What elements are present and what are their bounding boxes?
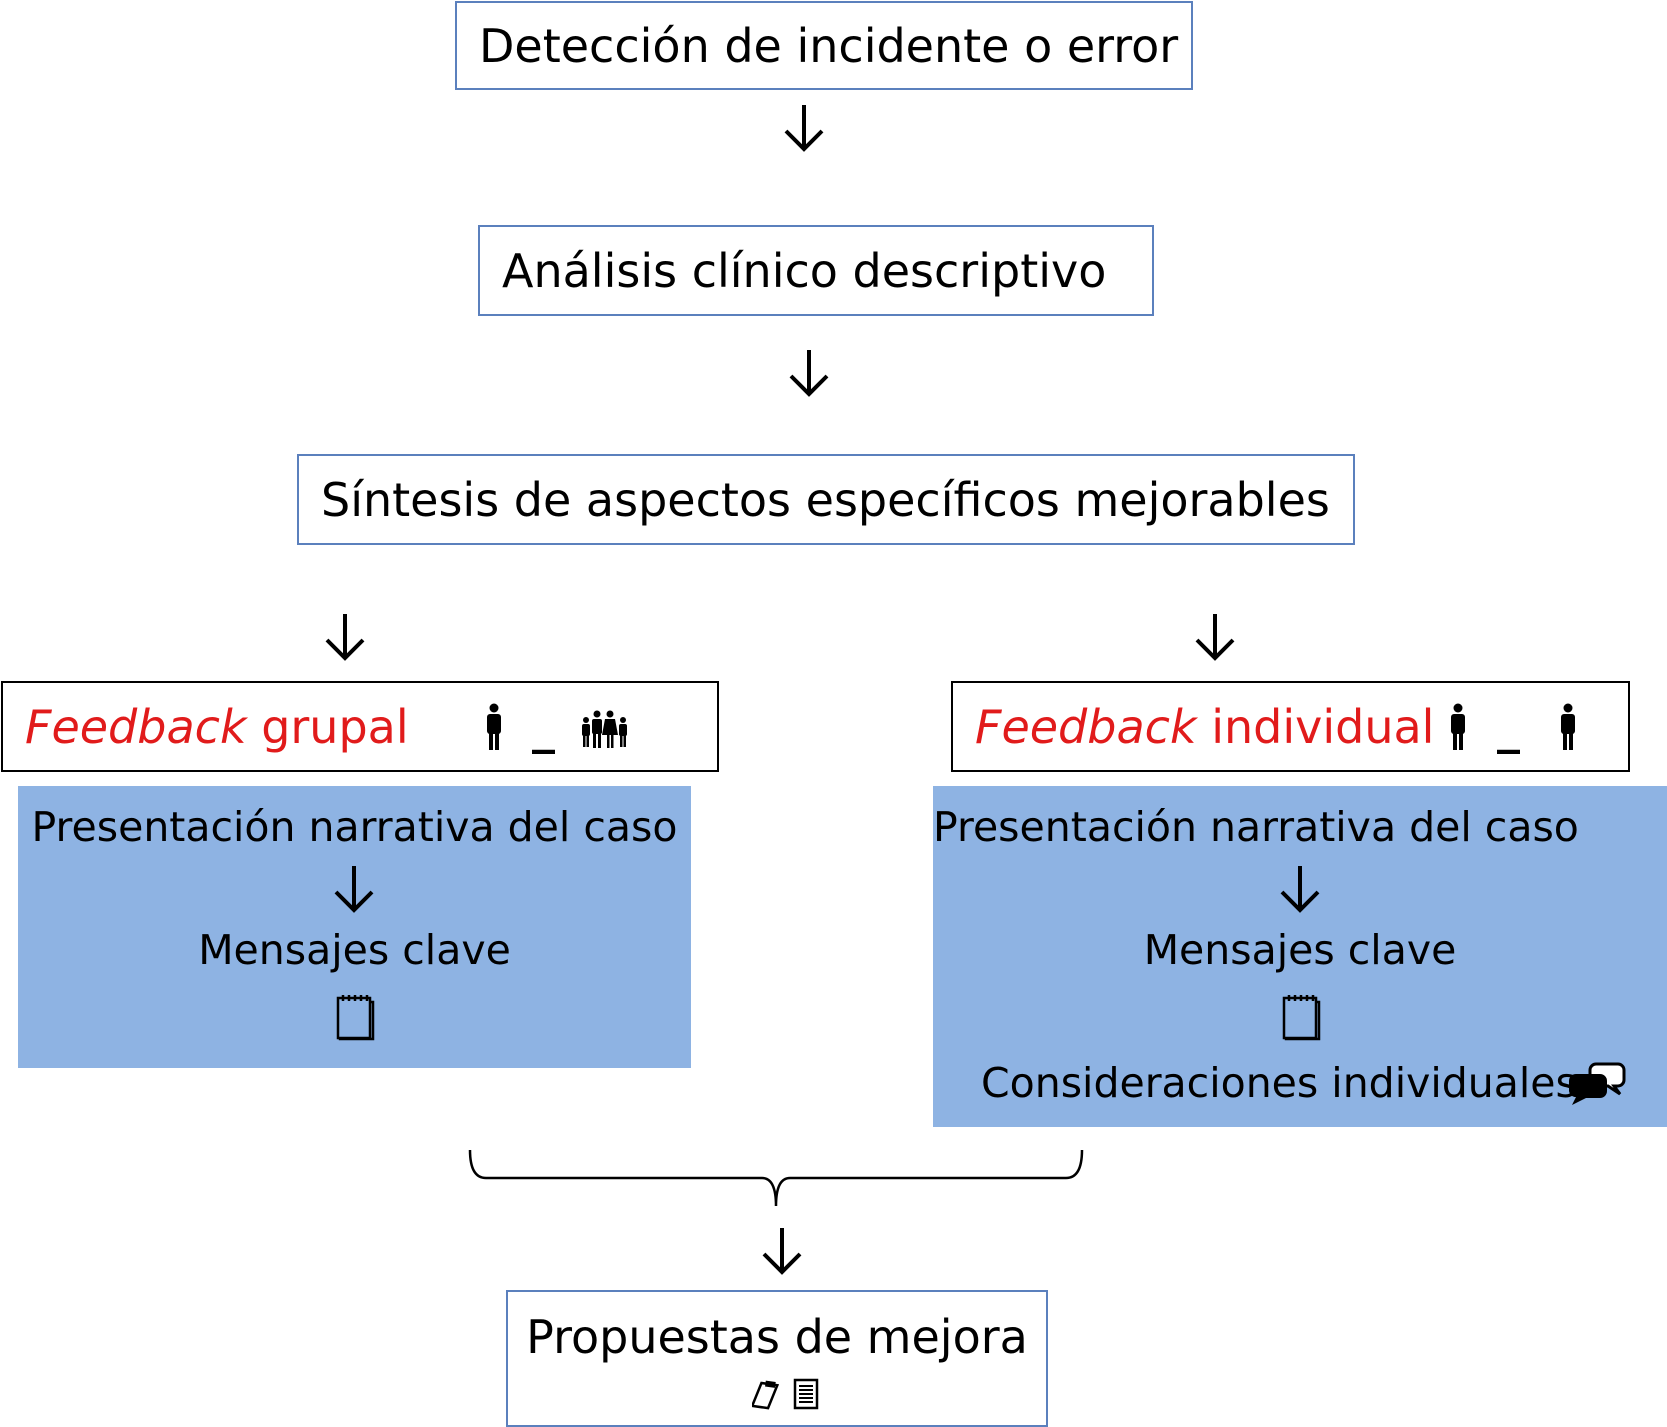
feedback-individual-header: Feedback individual xyxy=(951,681,1630,772)
arrow-down-icon xyxy=(325,614,365,661)
node-sintesis-label: Síntesis de aspectos específicos mejorab… xyxy=(321,472,1330,527)
node-deteccion-label: Detección de incidente o error xyxy=(479,18,1179,73)
node-propuestas: Propuestas de mejora xyxy=(506,1290,1048,1427)
individual-word: individual xyxy=(1196,699,1435,754)
feedback-word: Feedback xyxy=(25,699,247,754)
clipboard-icon xyxy=(752,1380,780,1410)
person-icon xyxy=(1451,703,1465,750)
feedback-grupal-title: Feedback grupal xyxy=(25,700,409,754)
person-icon xyxy=(1561,703,1575,750)
node-analisis-label: Análisis clínico descriptivo xyxy=(502,243,1107,298)
feedback-word: Feedback xyxy=(975,699,1197,754)
family-icon xyxy=(582,710,627,748)
grupal-mensajes: Mensajes clave xyxy=(198,926,511,974)
node-deteccion: Detección de incidente o error xyxy=(455,1,1193,90)
arrow-down-icon xyxy=(1195,614,1235,661)
icon-separator: _ xyxy=(532,700,555,754)
grupal-narrativa: Presentación narrativa del caso xyxy=(31,803,678,851)
arrow-down-icon xyxy=(1280,866,1320,913)
feedback-individual-title: Feedback individual xyxy=(975,700,1434,754)
individual-narrativa: Presentación narrativa del caso xyxy=(933,803,1579,851)
node-propuestas-label: Propuestas de mejora xyxy=(526,1310,1028,1364)
speech-bubbles-icon xyxy=(1569,1062,1626,1105)
individual-mensajes: Mensajes clave xyxy=(1143,926,1457,974)
grupal-word: grupal xyxy=(246,699,409,754)
node-sintesis: Síntesis de aspectos específicos mejorab… xyxy=(297,454,1355,545)
grupal-panel: Presentación narrativa del caso Mensajes… xyxy=(18,786,691,1068)
node-analisis: Análisis clínico descriptivo xyxy=(478,225,1154,316)
arrow-down-icon xyxy=(789,350,829,397)
individual-panel: Presentación narrativa del caso Mensajes… xyxy=(933,786,1667,1127)
arrow-down-icon xyxy=(762,1228,802,1275)
brace-connector xyxy=(468,1149,1084,1207)
notepad-icon xyxy=(1282,995,1321,1041)
individual-consideraciones: Consideraciones individuales xyxy=(981,1059,1577,1107)
notepad-icon xyxy=(336,995,375,1041)
icon-separator: _ xyxy=(1497,700,1520,754)
arrow-down-icon xyxy=(784,105,824,152)
document-icon xyxy=(793,1378,819,1410)
arrow-down-icon xyxy=(334,866,374,913)
person-icon xyxy=(487,703,501,750)
